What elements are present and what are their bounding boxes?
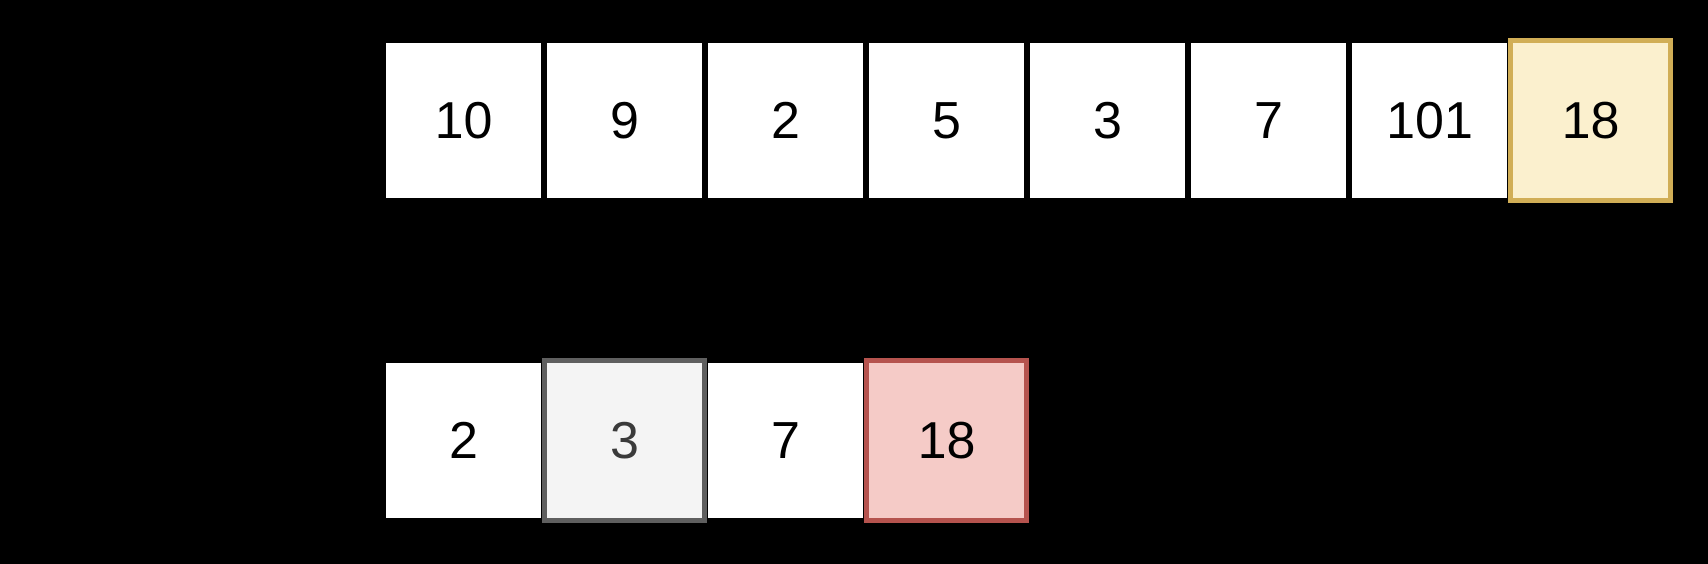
- array-cell: 2: [708, 43, 863, 198]
- array-cell: 7: [1191, 43, 1346, 198]
- cell-value: 18: [1561, 91, 1620, 150]
- cell-value: 3: [1093, 91, 1122, 150]
- array-cell: 5: [869, 43, 1024, 198]
- top-array-row: 10 9 2 5 3 7 101 18: [386, 38, 1673, 203]
- array-cell-highlighted: 3: [542, 358, 707, 523]
- cell-value: 101: [1386, 91, 1473, 150]
- array-cell-highlighted: 18: [1508, 38, 1673, 203]
- array-cell-highlighted: 18: [864, 358, 1029, 523]
- cell-value: 7: [1254, 91, 1283, 150]
- cell-value: 5: [932, 91, 961, 150]
- array-cell: 7: [708, 363, 863, 518]
- array-cell: 101: [1352, 43, 1507, 198]
- cell-value: 2: [449, 411, 478, 470]
- array-cell: 3: [1030, 43, 1185, 198]
- cell-value: 9: [610, 91, 639, 150]
- array-cell: 10: [386, 43, 541, 198]
- cell-value: 10: [434, 91, 493, 150]
- cell-value: 18: [917, 411, 976, 470]
- array-cell: 9: [547, 43, 702, 198]
- array-cell: 2: [386, 363, 541, 518]
- bottom-array-row: 2 3 7 18: [386, 358, 1029, 523]
- cell-value: 2: [771, 91, 800, 150]
- cell-value: 7: [771, 411, 800, 470]
- cell-value: 3: [610, 411, 639, 470]
